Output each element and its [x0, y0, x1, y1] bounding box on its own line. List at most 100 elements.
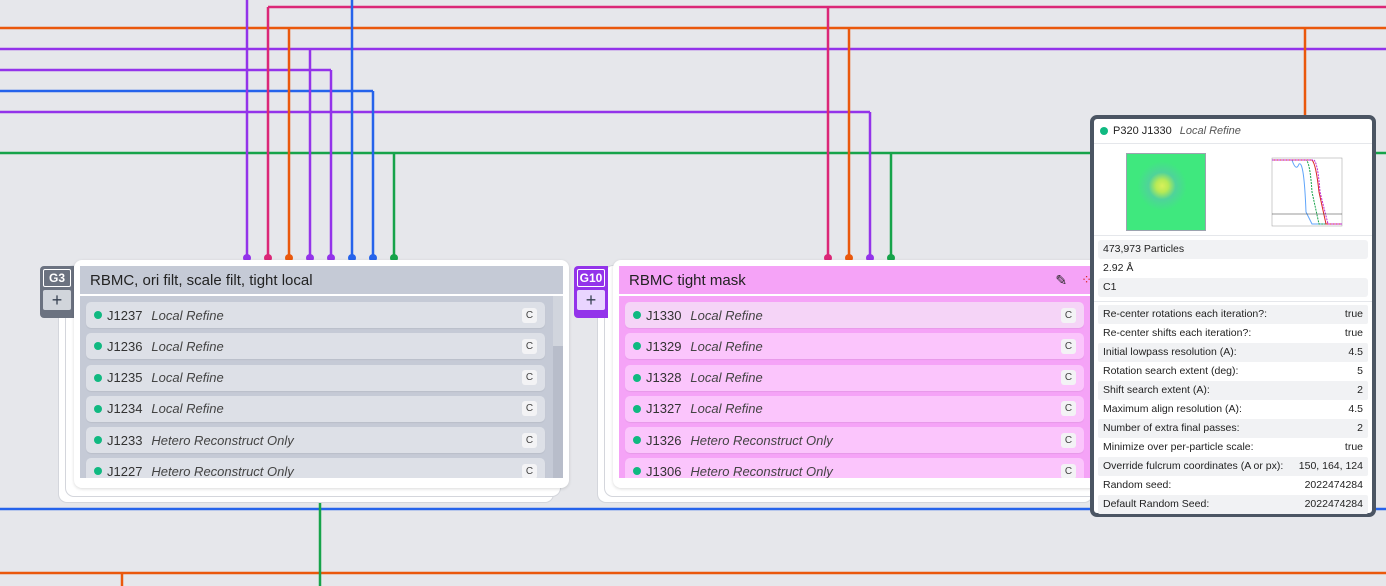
group-title: RBMC, ori filt, scale filt, tight local: [80, 266, 563, 296]
status-dot: [633, 342, 641, 351]
resolution: 2.92 Å: [1103, 262, 1134, 274]
status-dot: [633, 311, 641, 319]
fsc-plot-thumbnail: [1271, 157, 1343, 227]
param-value: true: [1344, 308, 1363, 320]
param-name: Number of extra final passes:: [1103, 422, 1240, 434]
param-name: Initial lowpass resolution (A):: [1103, 346, 1237, 358]
param-value: 2: [1357, 422, 1363, 434]
job-id: J1330: [646, 307, 682, 323]
job-type: Hetero Reconstruct Only: [151, 432, 294, 448]
status-badge: C: [1061, 338, 1076, 354]
job-type: Hetero Reconstruct Only: [690, 432, 833, 448]
job-type: Local Refine: [690, 307, 763, 323]
job-type: Local Refine: [1179, 125, 1241, 137]
param-row: Shift search extent (A): 2: [1098, 381, 1368, 400]
job-id: J1328: [646, 370, 682, 386]
group-tag-g10: G10 +: [574, 266, 608, 318]
status-dot: [633, 436, 641, 445]
job-row[interactable]: J1328 Local Refine C: [625, 364, 1084, 391]
job-type: Local Refine: [151, 370, 224, 386]
status-badge: C: [522, 338, 537, 354]
job-row[interactable]: J1329 Local Refine C: [625, 333, 1084, 360]
job-type: Hetero Reconstruct Only: [690, 463, 833, 478]
status-dot: [633, 373, 641, 382]
job-type: Hetero Reconstruct Only: [151, 463, 294, 478]
status-dot: [1100, 127, 1108, 135]
status-dot: [633, 404, 641, 413]
job-type: Local Refine: [151, 307, 224, 323]
status-badge: C: [1061, 401, 1076, 417]
param-name: Override fulcrum coordinates (A or px):: [1103, 460, 1284, 472]
group-title: RBMC tight mask: [629, 271, 746, 289]
status-badge: C: [1061, 307, 1076, 323]
job-id: J1326: [646, 432, 682, 448]
job-type: Local Refine: [690, 370, 763, 386]
particle-count: 473,973 Particles: [1098, 240, 1368, 259]
param-value: true: [1344, 327, 1363, 339]
job-id: J1236: [107, 338, 143, 354]
job-type: Local Refine: [690, 338, 763, 354]
job-id: J1237: [107, 307, 143, 323]
param-value: 150, 164, 124: [1298, 460, 1363, 472]
job-group-card[interactable]: RBMC, ori filt, scale filt, tight local …: [74, 260, 569, 488]
param-value: 2022474284: [1304, 479, 1363, 491]
param-row: Re-center rotations each iteration?: true: [1098, 305, 1368, 324]
status-dot: [94, 404, 102, 413]
volume-thumbnail: [1126, 153, 1206, 231]
job-id: J1329: [646, 338, 682, 354]
status-badge: C: [1061, 370, 1076, 386]
job-type: Local Refine: [151, 338, 224, 354]
status-badge: C: [522, 370, 537, 386]
param-value: 2022474284: [1304, 498, 1363, 510]
status-badge: C: [522, 432, 537, 448]
param-name: Re-center shifts each iteration?:: [1103, 327, 1252, 339]
grid-icon[interactable]: ⁘: [1081, 272, 1092, 287]
param-value: 2: [1357, 384, 1363, 396]
status-badge: C: [1061, 432, 1076, 448]
param-row: Default Random Seed:2022474284: [1098, 495, 1368, 514]
scrollbar[interactable]: [553, 296, 563, 478]
param-name: Shift search extent (A):: [1103, 384, 1210, 396]
job-id: J1327: [646, 401, 682, 417]
pencil-icon[interactable]: ✎: [1055, 271, 1068, 288]
status-badge: C: [522, 463, 537, 478]
param-row: Re-center shifts each iteration?: true: [1098, 324, 1368, 343]
param-name: Minimize over per-particle scale:: [1103, 441, 1254, 453]
param-row: Random seed: 2022474284: [1098, 476, 1368, 495]
add-job-button[interactable]: +: [577, 290, 605, 310]
param-row: Initial lowpass resolution (A): 4.5: [1098, 343, 1368, 362]
status-badge: C: [522, 401, 537, 417]
job-id: J1233: [107, 432, 143, 448]
param-row: Rotation search extent (deg): 5: [1098, 362, 1368, 381]
job-row[interactable]: J1326 Hetero Reconstruct Only C: [625, 427, 1084, 454]
job-row[interactable]: J1330 Local Refine C: [625, 302, 1084, 328]
scrollbar-thumb[interactable]: [553, 296, 563, 346]
job-row[interactable]: J1233 Hetero Reconstruct Only C: [86, 427, 545, 454]
job-id: J1227: [107, 463, 143, 478]
param-value: 5: [1357, 365, 1363, 377]
status-badge: C: [522, 307, 537, 323]
symmetry: C1: [1098, 278, 1368, 297]
job-type: Local Refine: [151, 401, 224, 417]
add-job-button[interactable]: +: [43, 290, 71, 310]
param-name: Random seed:: [1103, 479, 1172, 491]
job-title: P320 J1330: [1113, 125, 1172, 137]
param-value: 4.5: [1348, 346, 1363, 358]
param-value: true: [1344, 441, 1363, 453]
param-name: Re-center rotations each iteration?:: [1103, 308, 1268, 320]
job-row[interactable]: J1237 Local Refine C: [86, 302, 545, 328]
param-name: Rotation search extent (deg):: [1103, 365, 1239, 377]
status-dot: [94, 467, 102, 476]
param-row: Minimize over per-particle scale: true: [1098, 438, 1368, 457]
job-row[interactable]: J1227 Hetero Reconstruct Only C: [86, 458, 545, 478]
job-row[interactable]: J1236 Local Refine C: [86, 333, 545, 360]
status-dot: [94, 436, 102, 445]
job-id: J1306: [646, 463, 682, 478]
status-dot: [94, 311, 102, 319]
group-tag-g3: G3 +: [40, 266, 74, 318]
